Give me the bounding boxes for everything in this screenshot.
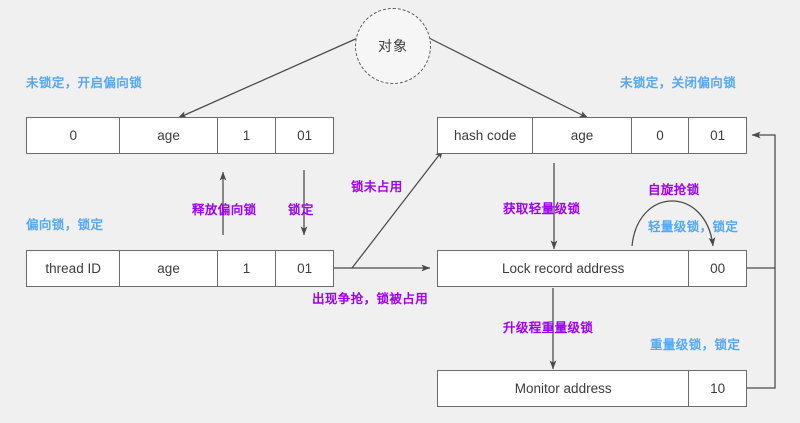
cell-lock-flag: 01	[297, 128, 313, 143]
mark-word-heavyweight-locked: Monitor address 10	[437, 370, 747, 407]
cell-lock-flag: 10	[710, 381, 726, 396]
cell-bias-flag: 0	[632, 118, 690, 153]
cell-age: age	[120, 251, 218, 286]
edge-lock-free	[351, 149, 444, 269]
object-node: 对象	[355, 8, 431, 84]
mark-word-unlocked-biasable: 0 age 1 01	[26, 117, 334, 154]
transition-label-upgrade-heavyweight: 升级程重量级锁	[503, 321, 594, 335]
cell-lock-flag: 01	[710, 128, 726, 143]
mark-word-unlocked-nonbiasable: hash code age 0 01	[437, 117, 747, 154]
cell-lock-flag: 00	[710, 261, 726, 276]
cell-hash-code: hash code	[438, 118, 534, 153]
transition-label-release-bias: 释放偏向锁	[192, 203, 257, 217]
mark-word-lightweight-locked: Lock record address 00	[437, 250, 747, 287]
cell-age: age	[533, 118, 632, 153]
state-label-heavyweight-locked: 重量级锁，锁定	[650, 338, 741, 352]
cell-thread-id: 0	[27, 118, 121, 153]
state-label-unlocked-biasable: 未锁定，开启偏向锁	[26, 76, 143, 90]
cell-lock-record-address: Lock record address	[438, 251, 690, 286]
cell-bias-flag: 1	[218, 118, 277, 153]
edge-heavyweight-release	[747, 268, 776, 389]
transition-label-contention: 出现争抢，锁被占用	[312, 292, 429, 306]
state-label-unlocked-nonbiasable: 未锁定，关闭偏向锁	[620, 76, 737, 90]
transition-label-lock-free: 锁未占用	[351, 180, 403, 194]
transition-label-spin-acquire: 自旋抢锁	[648, 183, 700, 197]
cell-bias-flag: 1	[218, 251, 277, 286]
cell-age: age	[120, 118, 218, 153]
state-label-lightweight-locked: 轻量级锁，锁定	[648, 220, 739, 234]
state-label-biased-locked: 偏向锁，锁定	[26, 218, 104, 232]
transition-label-acquire-lightweight: 获取轻量级锁	[503, 202, 581, 216]
edge-lightweight-release	[747, 131, 776, 269]
cell-thread-id: thread ID	[27, 251, 121, 286]
edge-object-to-unlocked-nonbiasable	[426, 36, 589, 119]
cell-lock-flag: 01	[297, 261, 313, 276]
object-node-label: 对象	[378, 38, 408, 54]
edge-object-to-unlocked-biasable	[177, 36, 361, 119]
transition-label-lock-bias: 锁定	[288, 203, 314, 217]
mark-word-biased-locked: thread ID age 1 01	[26, 250, 334, 287]
cell-monitor-address: Monitor address	[438, 371, 690, 406]
